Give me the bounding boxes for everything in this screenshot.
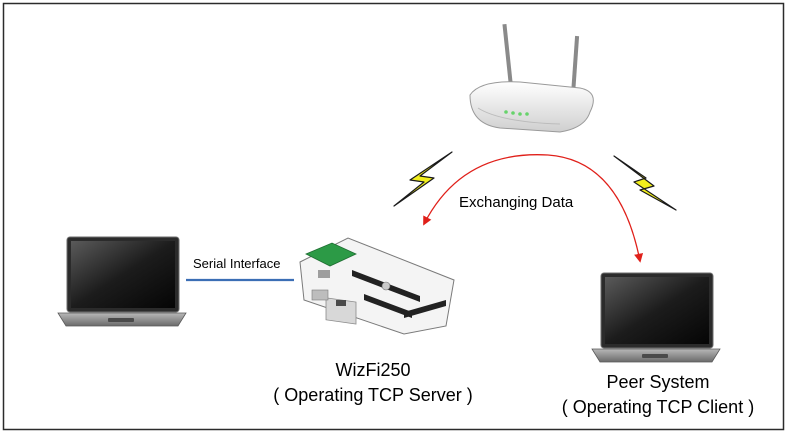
wizfi250-board-icon (299, 237, 455, 335)
data-exchange-arrow-right (547, 154, 644, 263)
data-exchange-arrow-left (423, 154, 549, 226)
wizfi250-name: WizFi250 (335, 360, 411, 380)
peer-system-role: ( Operating TCP Client ) (561, 397, 755, 417)
serial-interface-label: Serial Interface (193, 256, 281, 271)
laptop-icon-right (591, 272, 721, 363)
lightning-icon-right (613, 155, 677, 211)
lightning-icon-left (393, 151, 453, 207)
exchanging-data-label: Exchanging Data (459, 194, 574, 211)
laptop-icon-left (57, 236, 187, 327)
wifi-router-icon (469, 23, 594, 133)
wizfi250-role: ( Operating TCP Server ) (273, 385, 473, 405)
peer-system-name: Peer System (606, 372, 710, 392)
